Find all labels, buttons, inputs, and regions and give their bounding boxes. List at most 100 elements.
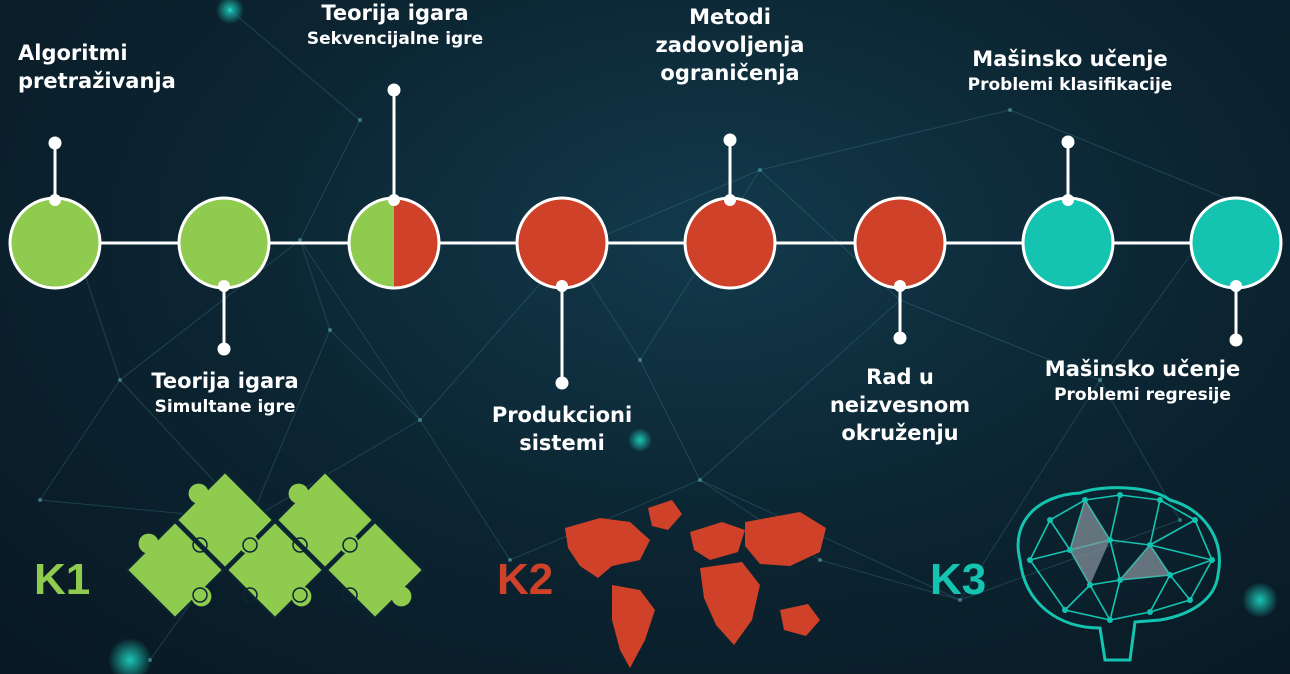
brain-link	[1149, 544, 1213, 561]
brain-facet	[1120, 545, 1170, 580]
puzzle-knob	[188, 483, 209, 504]
stem-dot-outer-metodi	[723, 133, 737, 147]
stem-dot-outer-algoritmi	[48, 136, 62, 150]
network-link	[39, 379, 121, 501]
puzzle-knob	[288, 483, 309, 504]
network-link	[329, 329, 421, 421]
network-link	[249, 419, 421, 521]
continent-shape	[690, 522, 745, 560]
brain-node	[1117, 492, 1123, 498]
category-k1-label: K1	[34, 555, 91, 604]
brain-link	[1149, 574, 1171, 613]
label-ml-klasifikacija-title: Mašinsko učenje	[972, 47, 1168, 71]
brain-node	[1107, 617, 1113, 623]
brain-link	[1159, 499, 1196, 521]
network-link	[759, 109, 1011, 171]
label-metodi-line-2: zadovoljenja	[655, 32, 805, 57]
brain-link	[1194, 519, 1213, 561]
stem-dot-inner-ml-regresija	[1230, 280, 1242, 292]
puzzle-knob	[238, 533, 259, 554]
brain-node	[1107, 537, 1113, 543]
label-rad-line-3: okruženju	[841, 420, 959, 445]
network-dot	[508, 558, 512, 562]
network-dot	[418, 418, 422, 422]
brain-node	[1192, 517, 1198, 523]
brain-link	[1029, 559, 1066, 611]
node-ml-klasifikacija	[1021, 196, 1115, 290]
stem-dot-outer-teorija-simultane	[217, 342, 231, 356]
stem-dot-outer-produkcioni	[555, 376, 569, 390]
brain-node	[1067, 547, 1073, 553]
network-dot	[328, 328, 332, 332]
puzzle-notch	[342, 587, 358, 603]
puzzle-notch	[292, 587, 308, 603]
brain-node	[1087, 582, 1093, 588]
category-k2-label: K2	[497, 555, 554, 604]
brain-link	[1089, 584, 1111, 621]
network-link	[899, 299, 1101, 381]
stem-dot-inner-teorija-simultane	[218, 280, 230, 292]
puzzle-knob	[191, 586, 212, 607]
brain-node	[1147, 609, 1153, 615]
label-produkcioni: Produkcioni sistemi	[462, 402, 662, 458]
label-teorija-simultane-title: Teorija igara	[151, 369, 299, 393]
glow-dot	[216, 0, 244, 24]
puzzle-knob	[138, 533, 159, 554]
brain-link	[1109, 539, 1151, 546]
label-algoritmi-line-1: Algoritmi	[18, 41, 128, 65]
brain-link	[1149, 519, 1196, 546]
brain-link	[1089, 579, 1121, 586]
stem-dot-inner-algoritmi	[49, 194, 61, 206]
brain-node	[1157, 497, 1163, 503]
label-teorija-simultane-subtitle: Simultane igre	[154, 396, 296, 417]
label-ml-klasifikacija-subtitle: Problemi klasifikacije	[967, 74, 1173, 95]
network-link	[299, 119, 361, 241]
label-algoritmi-line-2: pretraživanja	[18, 68, 176, 93]
brain-link	[1109, 494, 1121, 541]
stem-dot-outer-ml-regresija	[1229, 333, 1243, 347]
label-ml-regresija-subtitle: Problemi regresije	[1054, 384, 1231, 405]
brain-link	[1064, 609, 1111, 621]
brain-link	[1169, 574, 1191, 601]
node-teorija-sekvencijalne	[347, 196, 441, 290]
label-teorija-sekvencijalne-subtitle: Sekvencijalne igre	[306, 28, 484, 49]
brain-node	[1167, 572, 1173, 578]
puzzle-notch	[192, 587, 208, 603]
network-link	[229, 9, 361, 121]
stem-dot-inner-rad	[894, 280, 906, 292]
brain-link	[1049, 499, 1086, 521]
network-dot	[1178, 518, 1182, 522]
network-link	[419, 419, 511, 561]
network-dot	[358, 118, 362, 122]
label-metodi-line-1: Metodi	[689, 5, 771, 29]
puzzle-notch	[292, 537, 308, 553]
brain-link	[1029, 519, 1051, 561]
brain-link	[1049, 519, 1071, 551]
brain-node	[1062, 607, 1068, 613]
brain-link	[1119, 494, 1161, 501]
stem-dot-inner-ml-klasifikacija	[1062, 194, 1074, 206]
node-produkcioni	[515, 196, 609, 290]
brain-link	[1169, 559, 1213, 576]
network-dot	[38, 498, 42, 502]
brain-node	[1187, 597, 1193, 603]
continent-shape	[612, 585, 655, 668]
label-produkcioni-line-2: sistemi	[519, 430, 605, 455]
brain-link	[1029, 549, 1071, 561]
brain-node	[1027, 557, 1033, 563]
puzzle-notch	[242, 537, 258, 553]
stem-dot-outer-rad	[893, 331, 907, 345]
network-link	[119, 239, 301, 381]
puzzle-notch	[342, 537, 358, 553]
network-dot	[118, 378, 122, 382]
network-link	[249, 329, 331, 521]
puzzle-icon	[125, 470, 425, 620]
brain-link	[1189, 559, 1213, 601]
node-algoritmi	[8, 196, 102, 290]
network-dot	[818, 558, 822, 562]
label-metodi-line-3: ograničenja	[660, 60, 800, 85]
network-link	[819, 559, 961, 601]
stem-dot-inner-teorija-sekvencijalne	[388, 194, 400, 206]
network-dot	[1098, 378, 1102, 382]
